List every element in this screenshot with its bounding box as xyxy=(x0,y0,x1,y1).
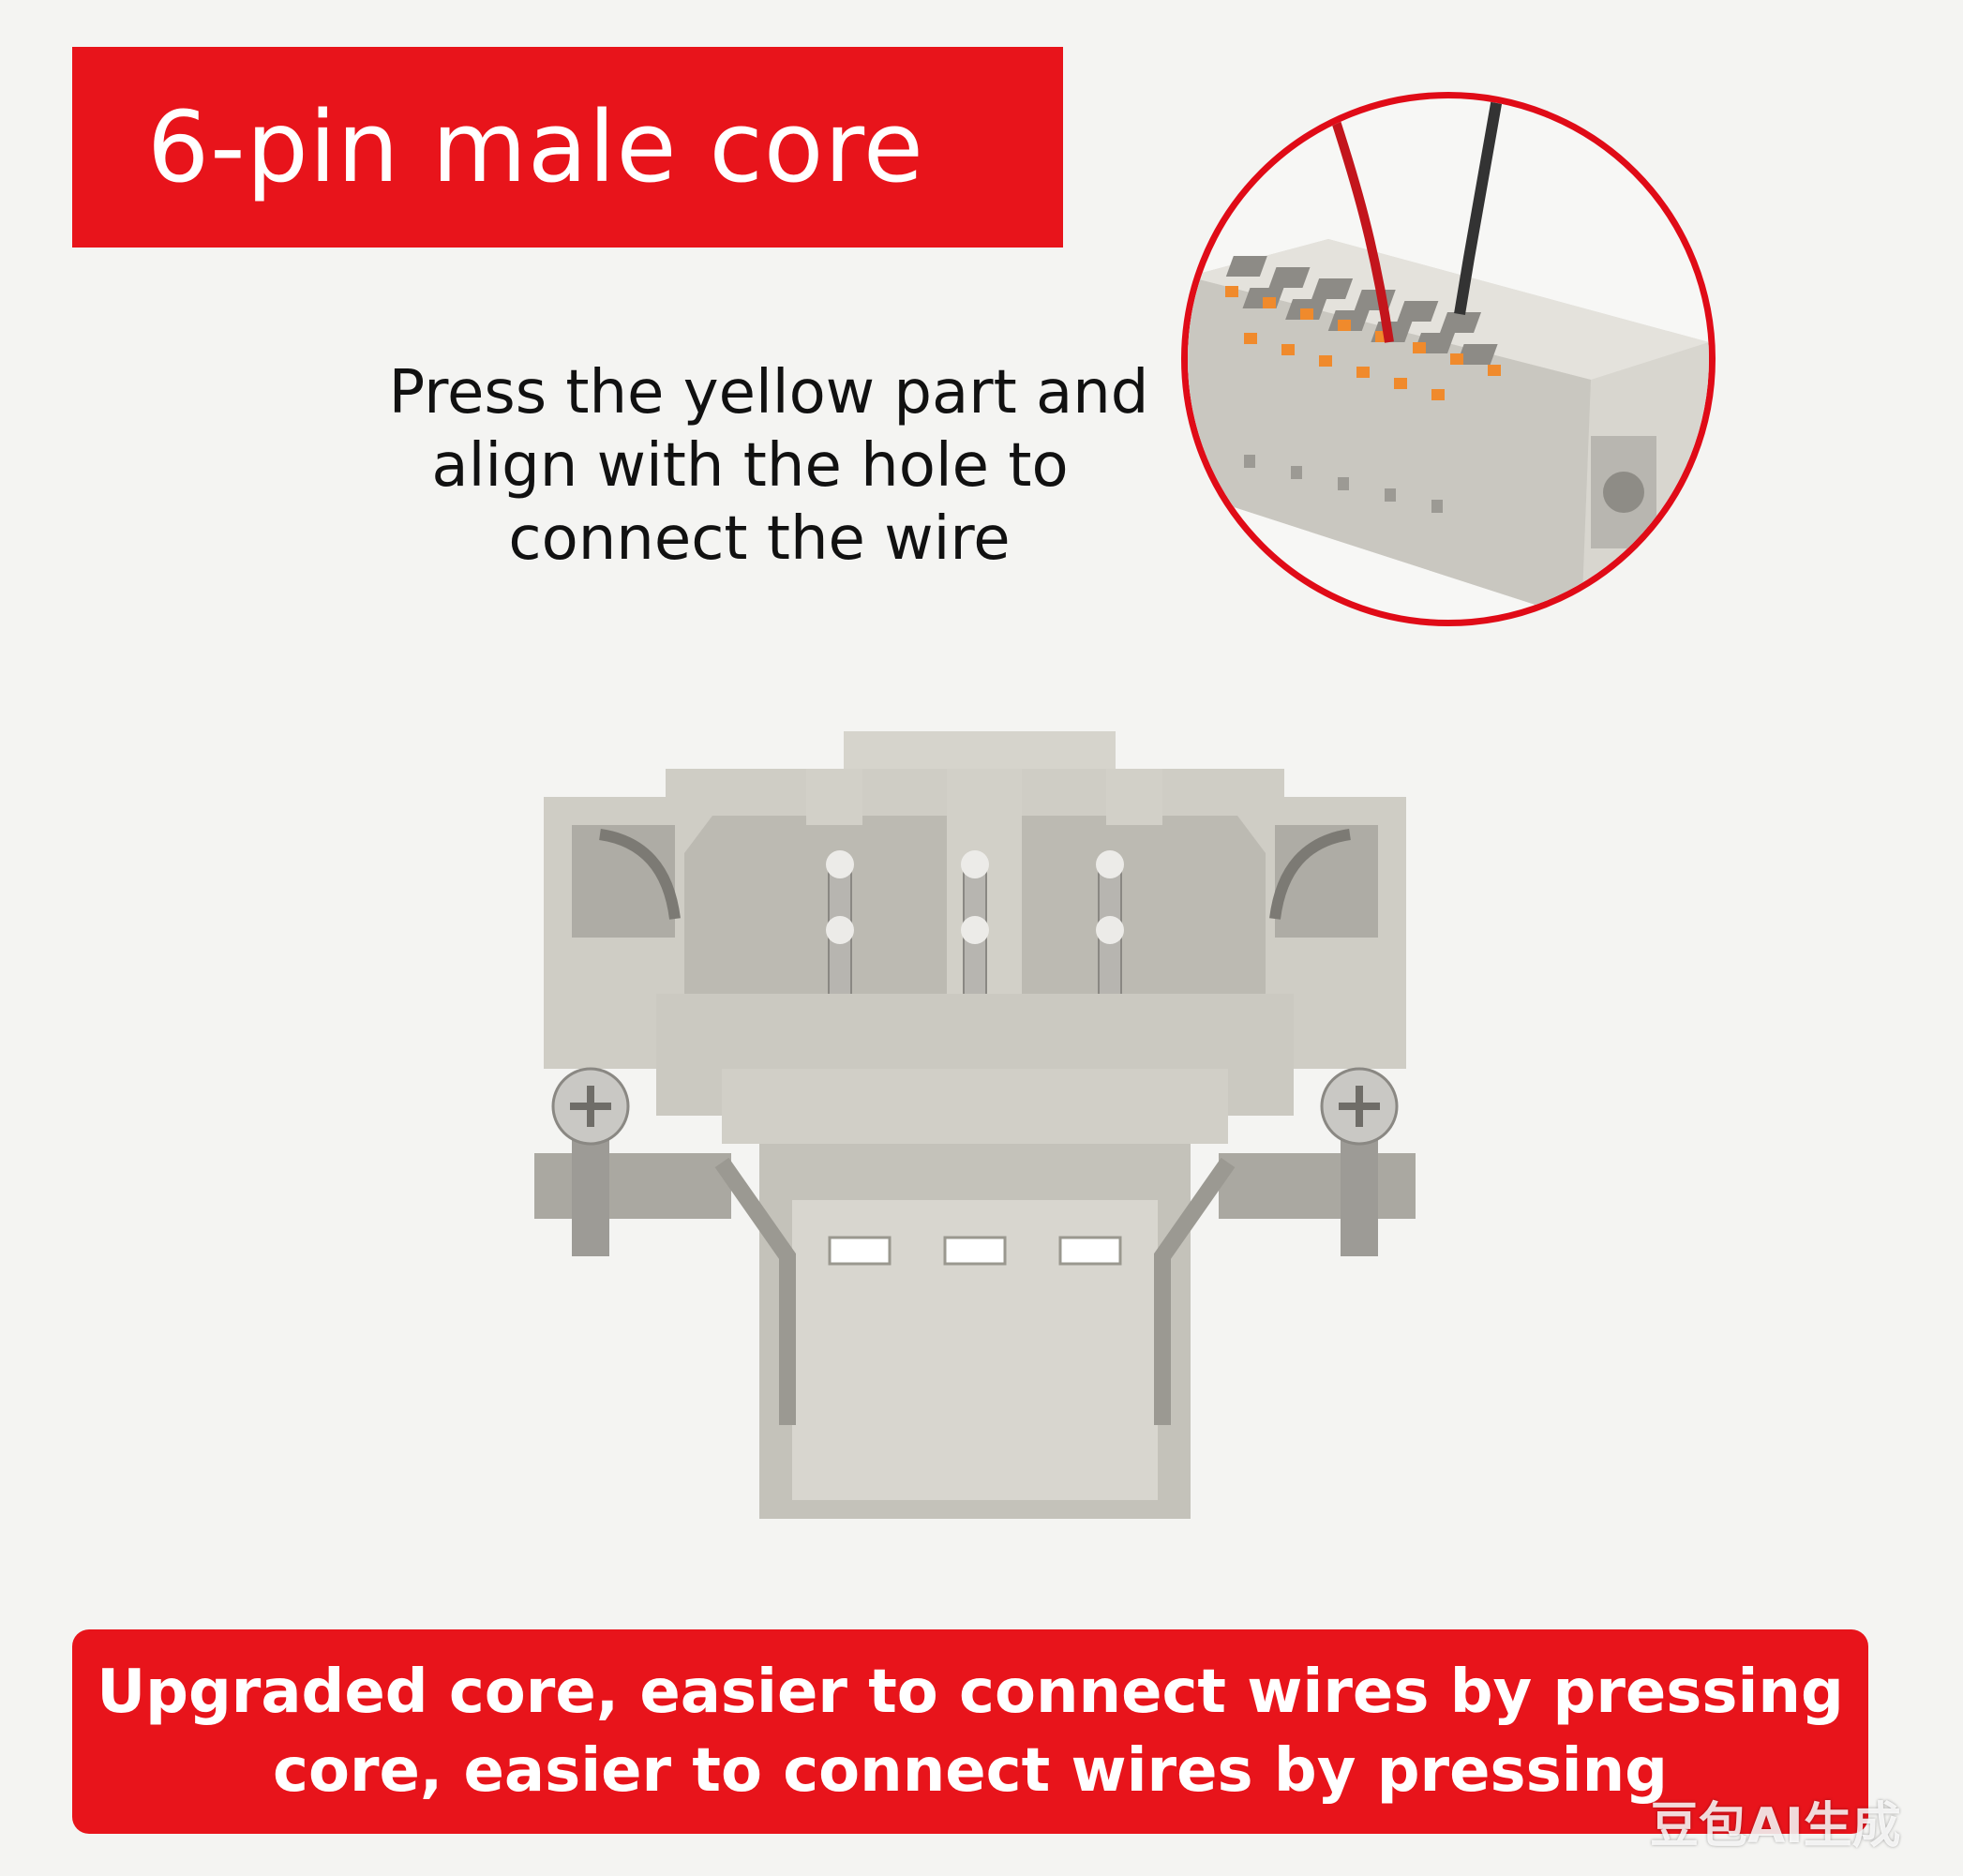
instruction-line-1: Press the yellow part and xyxy=(388,358,1149,428)
connector-product-image xyxy=(506,713,1444,1538)
instruction-text: Press the yellow part and align with the… xyxy=(309,356,1228,576)
instruction-line-2: align with the hole to xyxy=(431,431,1069,501)
instruction-line-3: connect the wire xyxy=(508,504,1011,574)
watermark: 豆包AI生成 xyxy=(1650,1798,1901,1854)
page-title: 6-pin male core xyxy=(147,90,924,204)
bottom-line-1: Upgraded core, easier to connect wires b… xyxy=(97,1658,1844,1727)
title-banner: 6-pin male core xyxy=(72,47,1063,248)
bottom-banner: Upgraded core, easier to connect wires b… xyxy=(72,1629,1868,1834)
terminal-closeup-image xyxy=(1181,92,1716,626)
bottom-line-2: core, easier to connect wires by pressin… xyxy=(273,1736,1668,1806)
